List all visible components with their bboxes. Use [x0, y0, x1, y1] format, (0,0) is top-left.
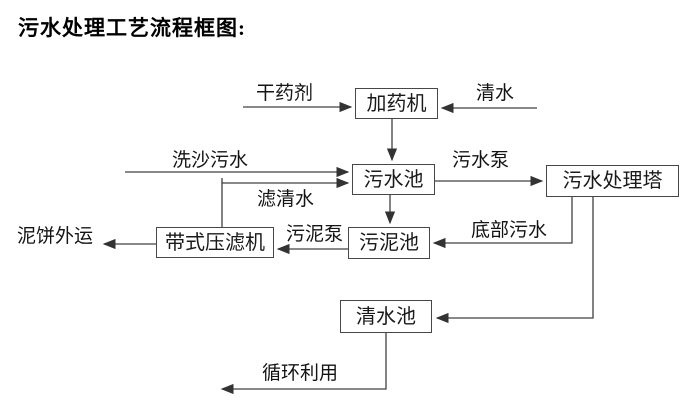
- node-sludge-pool: 污泥池: [348, 227, 430, 259]
- edge-label-sludge-pump: 污泥泵: [286, 224, 344, 245]
- node-treatment-tower-label: 污水处理塔: [562, 170, 663, 192]
- edge-label-filtered-water: 滤清水: [257, 189, 315, 210]
- node-clean-water-pool-label: 清水池: [356, 305, 416, 328]
- edge-label-bottom-sewage: 底部污水: [471, 220, 548, 241]
- node-dosing-machine: 加药机: [355, 88, 438, 119]
- edge-label-sand-washing-sewage: 洗沙污水: [172, 150, 249, 171]
- edge-label-clean-water: 清水: [476, 83, 515, 104]
- node-belt-filter-press-label: 带式压滤机: [165, 231, 265, 254]
- arrow-tower-to-clean-water-pool: [435, 197, 594, 324]
- arrow-bottom-sewage-tower-to-sludge-pool: [432, 197, 573, 249]
- arrow-clean-water-pool-to-recycling: [220, 333, 387, 395]
- node-sludge-pool-label: 污泥池: [359, 232, 419, 254]
- edge-label-dry-agent: 干药剂: [256, 83, 314, 104]
- node-dosing-machine-label: 加药机: [366, 92, 427, 115]
- node-treatment-tower: 污水处理塔: [546, 165, 679, 197]
- node-belt-filter-press: 带式压滤机: [156, 227, 274, 258]
- node-clean-water-pool: 清水池: [340, 300, 432, 333]
- edge-label-recycling: 循环利用: [262, 363, 339, 384]
- node-sewage-pool: 污水池: [352, 164, 435, 195]
- edge-label-sewage-pump: 污水泵: [452, 150, 510, 171]
- edge-label-mud-cake-out: 泥饼外运: [17, 226, 94, 247]
- diagram-title: 污水处理工艺流程框图:: [18, 16, 246, 40]
- node-sewage-pool-label: 污水池: [363, 168, 424, 191]
